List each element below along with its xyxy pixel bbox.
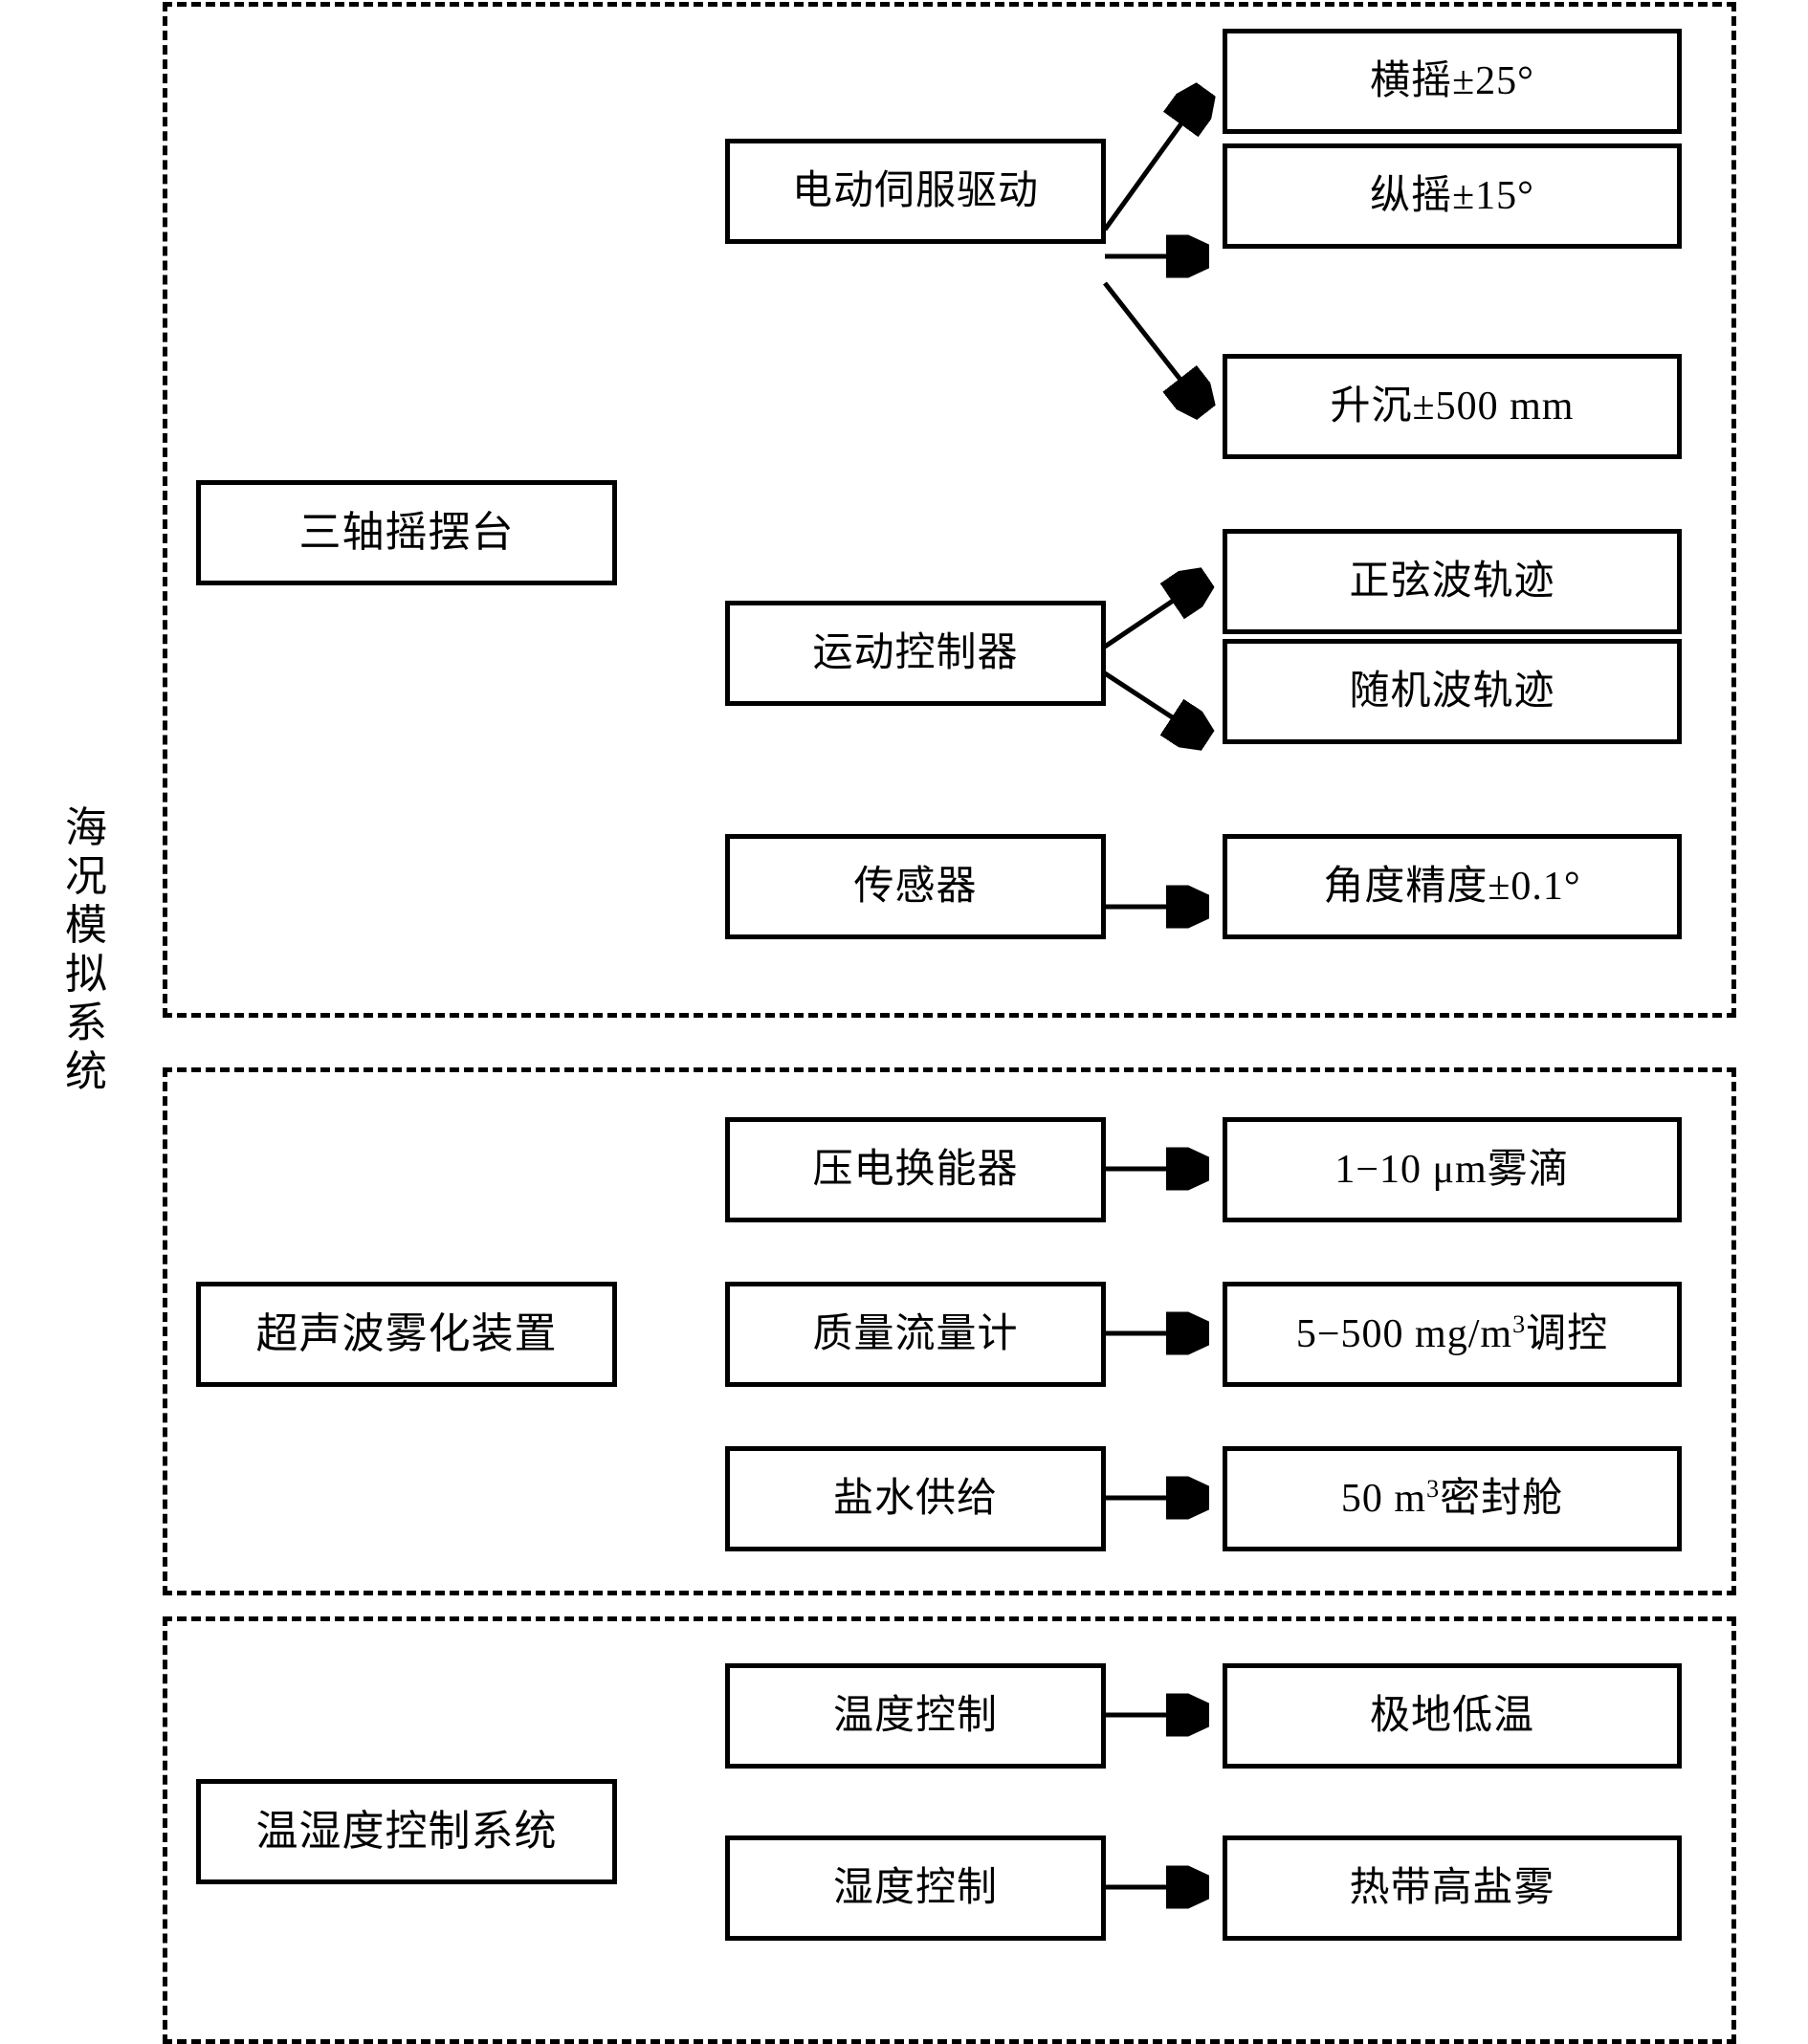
box-flow-range[interactable]: 5−500 mg/m3调控 — [1223, 1282, 1682, 1387]
box-piezoelectric-transducer[interactable]: 压电换能器 — [725, 1117, 1106, 1222]
box-group-swing-platform[interactable]: 三轴摇摆台 — [196, 480, 617, 585]
box-humidity-control[interactable]: 湿度控制 — [725, 1835, 1106, 1941]
system-title-vertical: 海 况 模 拟 系 统 — [65, 804, 107, 1096]
box-pitch-range[interactable]: 纵摇±15° — [1223, 143, 1682, 249]
box-heave-range[interactable]: 升沉±500 mm — [1223, 354, 1682, 459]
box-sensor[interactable]: 传感器 — [725, 834, 1106, 939]
box-polar-low-temperature[interactable]: 极地低温 — [1223, 1663, 1682, 1769]
box-droplet-size[interactable]: 1−10 μm雾滴 — [1223, 1117, 1682, 1222]
box-mass-flow-meter[interactable]: 质量流量计 — [725, 1282, 1106, 1387]
box-temperature-control[interactable]: 温度控制 — [725, 1663, 1106, 1769]
box-tropical-high-salt-fog[interactable]: 热带高盐雾 — [1223, 1835, 1682, 1941]
box-random-wave-trajectory[interactable]: 随机波轨迹 — [1223, 639, 1682, 744]
box-angle-accuracy[interactable]: 角度精度±0.1° — [1223, 834, 1682, 939]
sealed-chamber-text: 50 m3密封舱 — [1340, 1474, 1564, 1521]
section-frame-atomizer — [163, 1067, 1736, 1595]
box-brine-supply[interactable]: 盐水供给 — [725, 1446, 1106, 1551]
box-motion-controller[interactable]: 运动控制器 — [725, 601, 1106, 706]
box-group-temp-humidity-system[interactable]: 温湿度控制系统 — [196, 1779, 617, 1884]
box-sealed-chamber[interactable]: 50 m3密封舱 — [1223, 1446, 1682, 1551]
box-electric-servo-drive[interactable]: 电动伺服驱动 — [725, 139, 1106, 244]
box-sine-wave-trajectory[interactable]: 正弦波轨迹 — [1223, 529, 1682, 634]
flow-range-text: 5−500 mg/m3调控 — [1295, 1309, 1609, 1356]
box-roll-range[interactable]: 横摇±25° — [1223, 29, 1682, 134]
box-group-ultrasonic-atomizer[interactable]: 超声波雾化装置 — [196, 1282, 617, 1387]
section-frame-temp-humidity — [163, 1616, 1736, 2044]
section-frame-swing-platform — [163, 2, 1736, 1018]
